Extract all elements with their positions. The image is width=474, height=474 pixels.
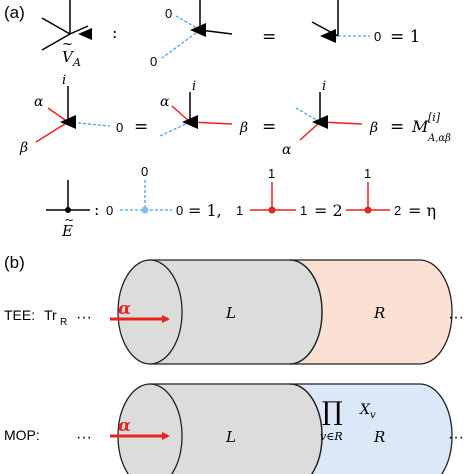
mop-alpha: α xyxy=(118,416,131,436)
row2-d1-top: i xyxy=(62,73,66,88)
row3-red-diagram1 xyxy=(250,182,296,214)
row3-red-diagram2 xyxy=(346,182,390,214)
row3-red-left: 1 xyxy=(236,203,243,218)
tee-alpha: α xyxy=(118,299,131,319)
row2-eq2: = xyxy=(262,117,276,137)
vertex-symbol: V xyxy=(62,48,75,66)
row2-diagram1 xyxy=(35,86,111,143)
row2-diagram3 xyxy=(295,92,363,141)
row2-result-sub: A,αβ xyxy=(427,133,451,144)
row3-red-eq: = 2 xyxy=(314,201,343,220)
row3-blue-right: 0 xyxy=(176,203,183,218)
mop-dots-left: ··· xyxy=(76,429,92,446)
vertex-colon: : xyxy=(112,23,117,42)
row2-d3-beta: β xyxy=(369,120,378,136)
vertex-symbol-accent: ~ xyxy=(62,37,73,52)
tee-prefix: TEE: xyxy=(4,307,35,323)
mop-product-sub: v∈R xyxy=(320,430,343,443)
edge-colon: : xyxy=(94,200,99,219)
tee-trace-sub: R xyxy=(60,317,67,328)
row3-red-top2: 1 xyxy=(364,166,371,181)
vertex-symbol-sub: A xyxy=(72,56,81,69)
row3-red-right: 2 xyxy=(394,203,401,218)
panel-a-label: (a) xyxy=(4,3,25,22)
mop-prefix: MOP: xyxy=(4,427,40,443)
mop-product-symbol: ∏ xyxy=(322,397,343,427)
tee-dots-left: ··· xyxy=(76,309,92,326)
row1-d1-label-top: 0 xyxy=(165,6,172,21)
edge-tensor-icon xyxy=(46,180,90,213)
mop-R: R xyxy=(373,428,385,446)
tee-cylinder xyxy=(110,259,453,365)
row3-blue-top: 0 xyxy=(141,164,148,179)
row3-blue-left: 0 xyxy=(106,203,113,218)
row1-diagram1 xyxy=(161,0,233,59)
row3-red-top: 1 xyxy=(268,166,275,181)
row2-eq1: = xyxy=(134,117,148,137)
tee-L: L xyxy=(225,304,236,322)
row1-diagram2 xyxy=(311,0,370,43)
row2-d3-alpha: α xyxy=(282,142,292,158)
row2-result-M: M xyxy=(411,117,429,136)
mop-operator: X xyxy=(359,402,371,418)
tee-trace: Tr xyxy=(44,307,57,323)
mop-operator-sub: v xyxy=(370,410,376,421)
vertex-tensor-icon xyxy=(41,0,92,51)
mop-L: L xyxy=(225,428,236,446)
tee-R: R xyxy=(373,304,385,322)
row2-d1-zero: 0 xyxy=(116,120,123,135)
row1-d2-label: 0 xyxy=(374,29,381,44)
mop-cylinder xyxy=(110,383,453,474)
row3-red-mid: 1 xyxy=(300,203,307,218)
row3-red-eq2: = η xyxy=(408,201,436,220)
row2-eq3: = xyxy=(390,117,404,137)
panel-b-label: (b) xyxy=(4,253,25,272)
row2-d3-top: i xyxy=(322,79,326,94)
row1-d1-label-bottom: 0 xyxy=(150,54,157,69)
row2-d2-alpha: α xyxy=(160,94,170,110)
row2-diagram2 xyxy=(159,92,233,137)
row2-d2-beta: β xyxy=(239,120,248,136)
row2-result-sup: [i] xyxy=(428,111,441,124)
row1-eq1: = xyxy=(262,27,276,47)
row1-eq2: = 1 xyxy=(390,27,420,47)
edge-symbol-accent: ~ xyxy=(64,213,74,227)
edge-symbol: E xyxy=(61,222,73,240)
row2-d1-alpha: α xyxy=(34,94,44,110)
row2-d1-beta: β xyxy=(19,140,28,156)
row3-blue-eq: = 1, xyxy=(188,201,222,220)
tee-dots-right: ··· xyxy=(448,309,464,326)
row2-d2-top: i xyxy=(192,79,196,94)
mop-dots-right: ··· xyxy=(448,429,464,446)
row3-blue-diagram xyxy=(120,180,172,214)
